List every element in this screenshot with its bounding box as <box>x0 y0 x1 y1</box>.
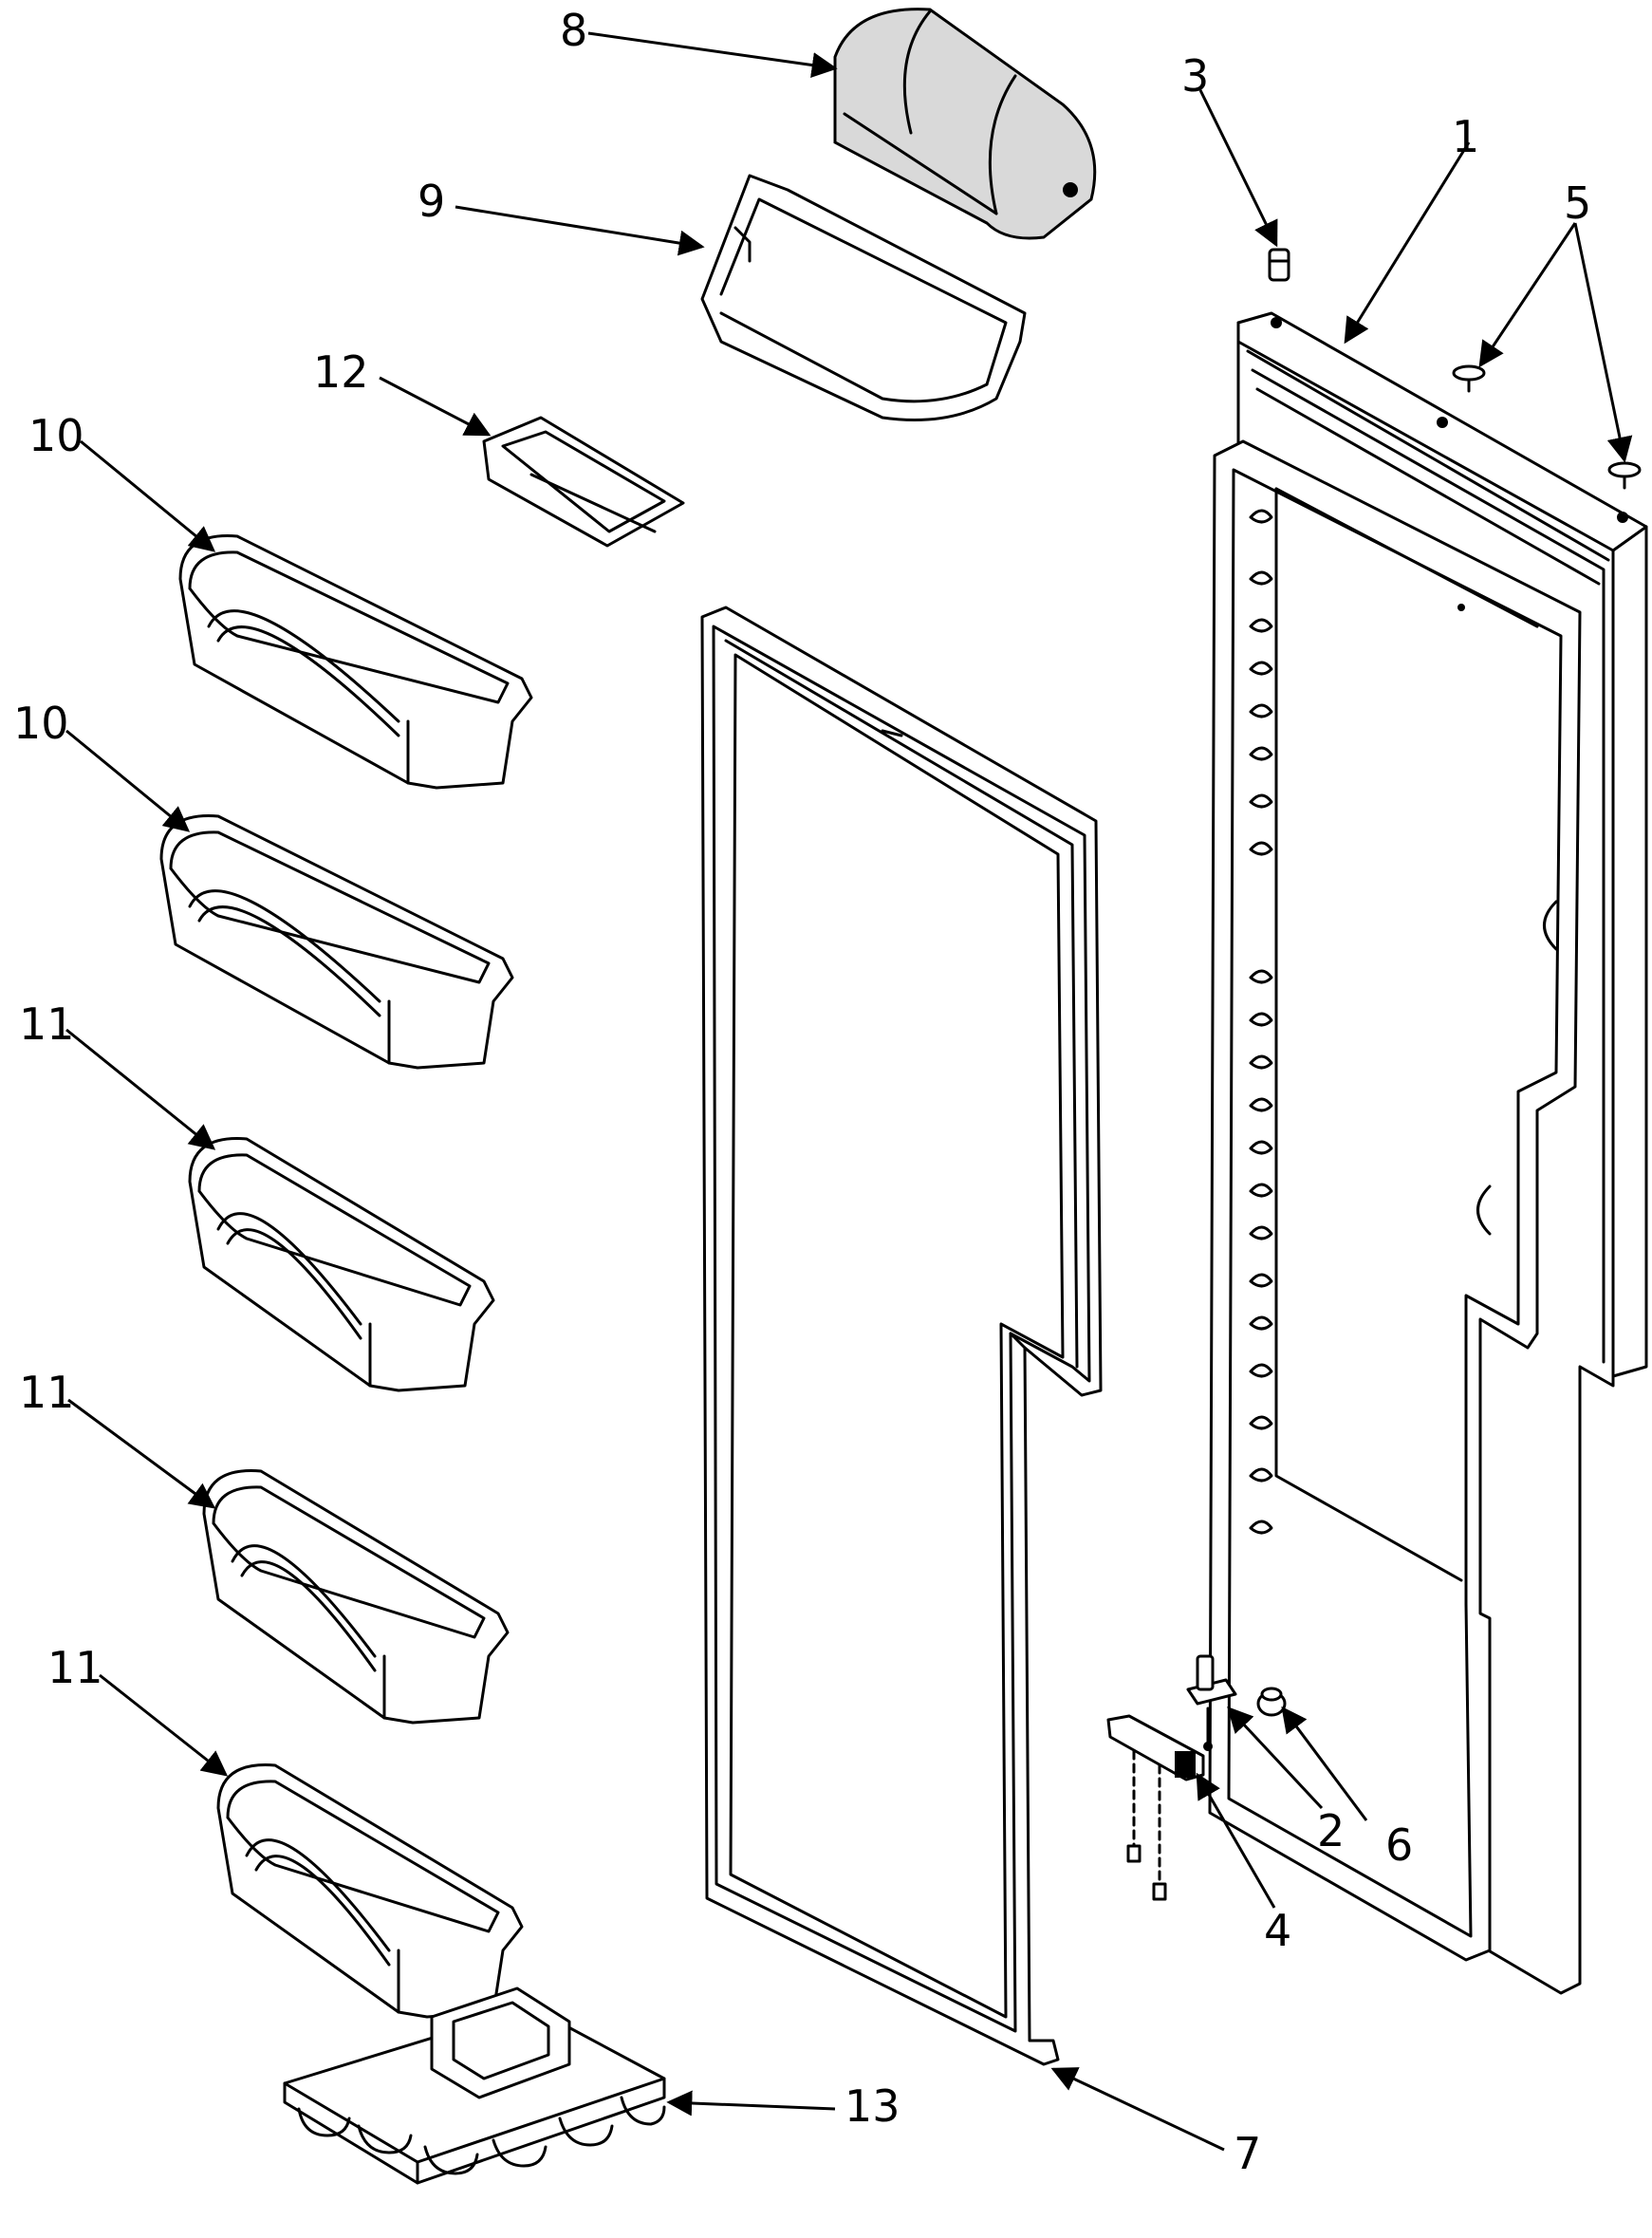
leader-lines <box>65 31 1633 2152</box>
shelf-bump <box>1249 793 1273 809</box>
part-8-dairy-door <box>833 8 1097 240</box>
bin-outline <box>245 1838 391 1952</box>
shelf-bump <box>1249 1315 1273 1331</box>
part-11-door-bin-1 <box>188 1137 495 1392</box>
label-8: 8 <box>560 5 587 56</box>
label-5: 5 <box>1564 177 1591 229</box>
label-12: 12 <box>313 346 369 398</box>
part-1-door-assembly <box>1208 311 1648 1995</box>
bin-outline <box>216 1763 524 2019</box>
part-5-screw-b <box>1607 461 1642 490</box>
label-13: 13 <box>845 2080 900 2132</box>
bin-outline <box>254 1855 391 1967</box>
bin-outline <box>197 1153 472 1307</box>
part-3-plug <box>1268 248 1290 282</box>
shelf-bump <box>1249 1140 1273 1155</box>
shelf-bump <box>1249 509 1273 524</box>
label-7: 7 <box>1234 2128 1261 2179</box>
part-labels: 8 9 12 10 10 11 11 11 3 1 5 2 6 4 7 13 <box>13 5 1591 2179</box>
label-11-first: 11 <box>19 998 75 1050</box>
part-2-hinge-pin <box>1186 1654 1237 1751</box>
label-2: 2 <box>1317 1805 1345 1856</box>
part-6-bushing <box>1256 1687 1287 1717</box>
part-11-door-bin-3 <box>216 1763 524 2019</box>
part-10-door-bin-lower <box>159 814 514 1070</box>
shelf-bump <box>1249 1273 1273 1288</box>
shelf-bump <box>1249 1520 1273 1535</box>
label-6: 6 <box>1385 1819 1413 1871</box>
part-7-door-gasket <box>700 606 1103 2066</box>
shelf-bump <box>1249 746 1273 761</box>
part-13-egg-tray <box>283 1986 666 2185</box>
bin-outline <box>212 1485 486 1639</box>
part-4-hinge-bracket <box>1106 1714 1205 1901</box>
shelf-bump <box>1249 1225 1273 1240</box>
part-5-screw-a <box>1452 364 1486 393</box>
shelf-bump <box>1249 1415 1273 1430</box>
bin-outline <box>188 550 510 704</box>
shelf-bump <box>1249 1012 1273 1027</box>
bin-outline <box>202 1469 510 1725</box>
part-12-label-card <box>482 416 685 548</box>
bin-outline <box>169 830 491 984</box>
label-11-third: 11 <box>47 1642 103 1693</box>
liner-shelf-bumps <box>1249 509 1273 1535</box>
label-11-second: 11 <box>19 1367 75 1418</box>
door-bin-group <box>159 534 533 2019</box>
bin-outline <box>231 1544 377 1658</box>
bin-outline <box>178 534 533 790</box>
shelf-bump <box>1249 661 1273 676</box>
part-10-door-bin-upper <box>178 534 533 790</box>
bin-outline <box>226 1780 500 1933</box>
shelf-bump <box>1249 1097 1273 1112</box>
shelf-bump <box>1249 969 1273 984</box>
label-3: 3 <box>1181 50 1209 102</box>
shelf-bump <box>1249 570 1273 586</box>
bin-outline <box>207 609 400 723</box>
label-9: 9 <box>418 176 445 227</box>
bin-outline <box>216 625 400 737</box>
label-10-top: 10 <box>28 410 84 461</box>
bin-outline <box>216 1212 362 1326</box>
bin-outline <box>188 1137 495 1392</box>
shelf-bump <box>1249 841 1273 856</box>
bin-outline <box>197 905 381 1017</box>
label-10-second: 10 <box>13 698 69 749</box>
bin-outline <box>240 1560 377 1672</box>
shelf-bump <box>1249 618 1273 633</box>
bin-outline <box>188 889 381 1003</box>
shelf-bump <box>1249 1363 1273 1378</box>
shelf-bump <box>1249 1467 1273 1483</box>
part-11-door-bin-2 <box>202 1469 510 1725</box>
bin-outline <box>159 814 514 1070</box>
shelf-bump <box>1249 1054 1273 1070</box>
label-1: 1 <box>1452 111 1479 162</box>
bin-outline <box>226 1228 362 1340</box>
shelf-bump <box>1249 1183 1273 1198</box>
label-4: 4 <box>1264 1905 1291 1956</box>
part-9-dairy-bin <box>700 174 1027 421</box>
shelf-bump <box>1249 703 1273 718</box>
